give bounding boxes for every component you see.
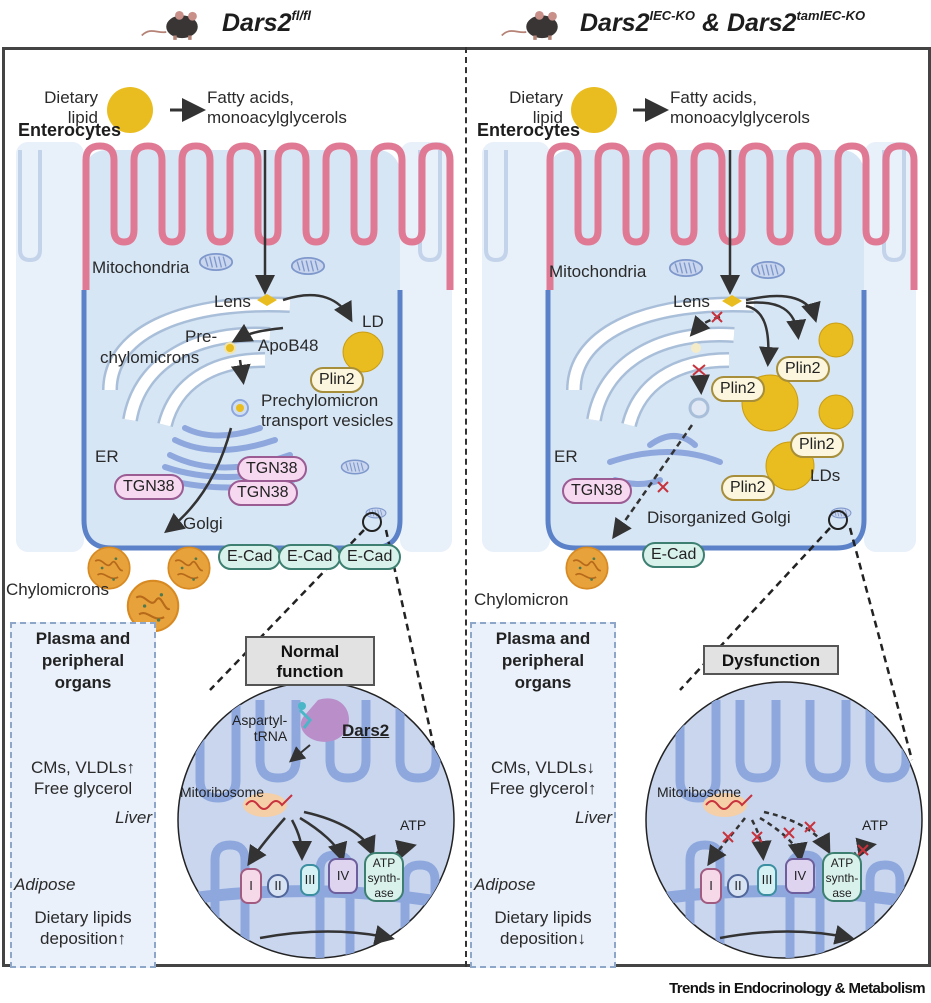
journal-footer: Trends in Endocrinology & Metabolism xyxy=(669,980,926,997)
plin2-badge: Plin2 xyxy=(711,376,765,402)
complex-iii: III xyxy=(300,864,320,896)
mouse-icon xyxy=(140,8,210,42)
adipose-label: Adipose xyxy=(474,875,536,894)
aspartyl-trna-label: Aspartyl-tRNA xyxy=(232,712,288,744)
complex-ii: II xyxy=(727,874,749,898)
atp-label: ATP xyxy=(862,817,889,833)
deposition-label: Dietary lipids xyxy=(34,908,132,927)
panel-title-control: Dars2fl/fl xyxy=(222,8,311,37)
complex-iv: IV xyxy=(328,858,358,894)
plasma-cms-vldls: CMs, VLDLs↓ xyxy=(491,758,595,777)
mitochondria-label: Mitochondria xyxy=(92,258,190,277)
adipose-label: Adipose xyxy=(14,875,76,894)
enterocytes-label: Enterocytes xyxy=(18,120,122,140)
plasma-free-glycerol: Free glycerol xyxy=(33,779,133,798)
ecad-badge: E-Cad xyxy=(642,542,706,568)
organs-title: organs xyxy=(514,673,572,692)
organs-title: Plasma and xyxy=(35,629,131,648)
atp-label: ATP xyxy=(400,817,427,833)
lds-label: LDs xyxy=(810,466,841,485)
plasma-cms-vldls: CMs, VLDLs↑ xyxy=(31,758,135,777)
liver-label: Liver xyxy=(575,808,612,827)
complex-ii: II xyxy=(267,874,289,898)
er-label: ER xyxy=(554,447,578,466)
lens-label: Lens xyxy=(214,292,251,311)
golgi-label: Golgi xyxy=(183,514,223,533)
complex-i: I xyxy=(240,868,262,904)
plin2-badge: Plin2 xyxy=(721,475,775,501)
organs-box: Plasma and peripheral organs CMs, VLDLs↓… xyxy=(470,622,616,968)
dysfunction-box: Dysfunction xyxy=(703,645,839,675)
enterocytes-label: Enterocytes xyxy=(477,120,581,140)
ecad-badge: E-Cad xyxy=(278,544,342,570)
fatty-acids-label: Fatty acids,monoacylglycerols xyxy=(207,88,347,127)
plasma-free-glycerol: Free glycerol↑ xyxy=(489,779,597,798)
plin2-badge: Plin2 xyxy=(310,367,364,393)
ld-label: LD xyxy=(362,312,384,331)
complex-iv: IV xyxy=(785,858,815,894)
ecad-badge: E-Cad xyxy=(218,544,282,570)
organs-box: Plasma and peripheral organs CMs, VLDLs↑… xyxy=(10,622,156,968)
mouse-icon xyxy=(500,8,570,42)
organs-title: peripheral xyxy=(501,651,585,670)
golgi-label: Disorganized Golgi xyxy=(647,508,791,527)
complex-iii: III xyxy=(757,864,777,896)
tgn38-badge: TGN38 xyxy=(114,474,184,500)
mitoribosome-label: Mitoribosome xyxy=(657,784,742,800)
panel-title-knockout: Dars2IEC-KO & Dars2tamIEC-KO xyxy=(580,8,866,37)
complex-i: I xyxy=(700,868,722,904)
deposition-label: deposition↑ xyxy=(39,929,126,948)
mitoribosome-label: Mitoribosome xyxy=(180,784,265,800)
tgn38-badge: TGN38 xyxy=(228,480,298,506)
tgn38-badge: TGN38 xyxy=(237,456,307,482)
prechylomicrons-label: chylomicrons xyxy=(100,348,200,367)
mitochondria-label: Mitochondria xyxy=(549,262,647,281)
panel-divider xyxy=(465,47,467,967)
tgn38-badge: TGN38 xyxy=(562,478,632,504)
deposition-label: deposition↓ xyxy=(499,929,586,948)
plin2-badge: Plin2 xyxy=(776,356,830,382)
fatty-acids-label: Fatty acids,monoacylglycerols xyxy=(670,88,810,127)
deposition-label: Dietary lipids xyxy=(494,908,592,927)
apob48-label: ApoB48 xyxy=(258,336,319,355)
plin2-badge: Plin2 xyxy=(790,432,844,458)
organs-title: organs xyxy=(54,673,112,692)
chylomicrons-label: Chylomicrons xyxy=(6,580,109,599)
organs-title: peripheral xyxy=(41,651,125,670)
organs-title: Plasma and xyxy=(495,629,591,648)
er-label: ER xyxy=(95,447,119,466)
pre-label: Pre- xyxy=(185,327,218,346)
chylomicron-label: Chylomicron xyxy=(474,590,569,609)
liver-label: Liver xyxy=(115,808,152,827)
dars2-label: Dars2 xyxy=(342,721,390,740)
lens-label: Lens xyxy=(673,292,710,311)
ecad-badge: E-Cad xyxy=(338,544,402,570)
